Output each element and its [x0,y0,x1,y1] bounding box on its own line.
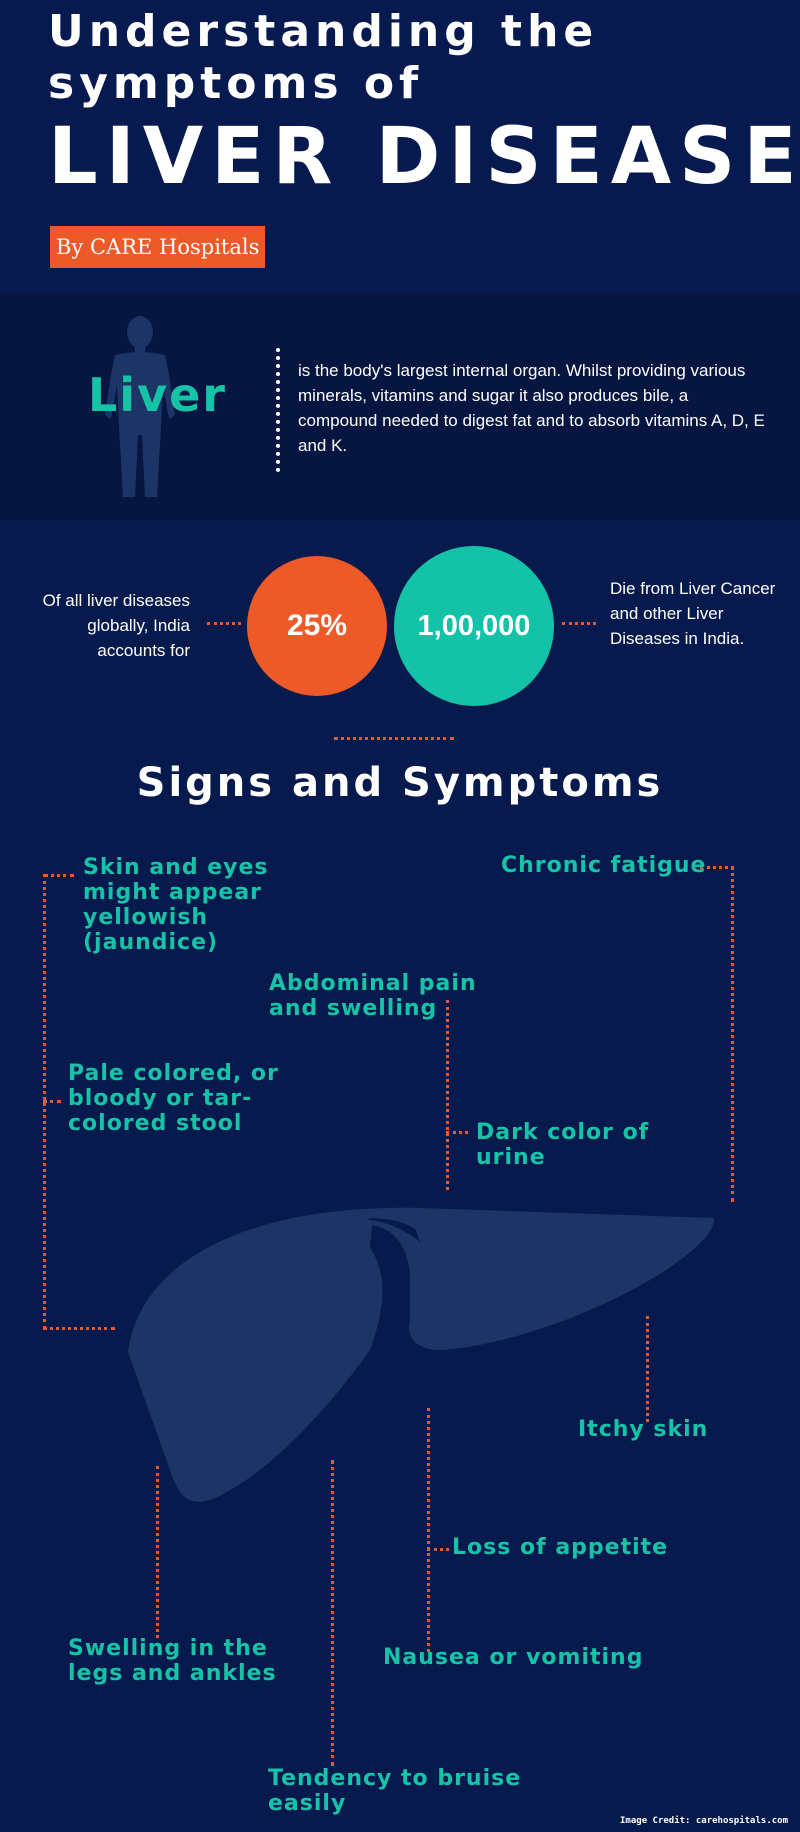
symptom-itchy-skin: Itchy skin [578,1417,709,1442]
dots-connector [156,1466,159,1638]
dots-connector [700,866,734,869]
symptom-appetite: Loss of appetite [452,1535,669,1560]
image-credit: Image Credit: carehospitals.com [620,1816,788,1826]
symptom-abdominal: Abdominal pain and swelling [269,971,477,1021]
symptom-fatigue: Chronic fatigue [501,853,707,878]
symptom-stool: Pale colored, or bloody or tar-colored s… [68,1061,279,1136]
dots-connector [207,622,241,625]
section-divider [334,737,454,740]
dots-connector [446,1131,468,1134]
stat-left-text: Of all liver diseases globally, India ac… [42,591,190,660]
dots-connector [44,874,74,877]
liver-illustration [128,1207,715,1502]
symptom-nausea: Nausea or vomiting [383,1645,644,1670]
byline-badge: By CARE Hospitals [50,226,265,268]
human-silhouette-icon [105,316,175,497]
liver-keyword: Liver [88,368,227,422]
dots-connector [562,622,596,625]
title-line-3: LIVER DISEASE [48,112,800,202]
stat-circle-deaths: 1,00,000 [394,546,554,706]
title-line-2: symptoms of [48,58,424,109]
symptom-swelling-legs: Swelling in the legs and ankles [68,1636,277,1686]
dots-connector [731,866,734,1202]
dots-connector [646,1316,649,1422]
stat-circle-percent: 25% [247,556,387,696]
symptom-jaundice: Skin and eyes might appear yellowish (ja… [83,855,269,955]
dots-connector [427,1548,449,1551]
dots-connector [427,1408,430,1652]
dots-connector [446,1000,449,1190]
dots-connector [43,1100,61,1103]
liver-description: is the body's largest internal organ. Wh… [298,361,765,455]
dots-connector [43,1327,115,1330]
symptom-urine: Dark color of urine [476,1120,650,1170]
info-divider [276,348,284,472]
section-title: Signs and Symptoms [136,760,664,806]
dots-connector [331,1460,334,1766]
stat-right-text: Die from Liver Cancer and other Liver Di… [610,579,776,648]
title-line-1: Understanding the [48,6,599,57]
symptom-bruise: Tendency to bruise easily [268,1766,522,1816]
